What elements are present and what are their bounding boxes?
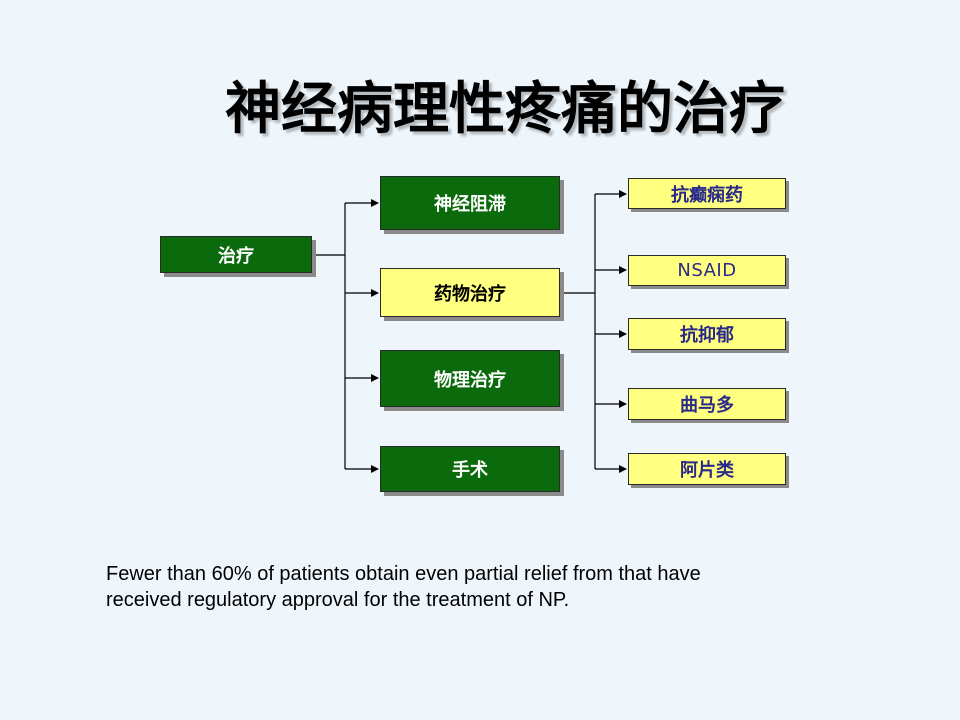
caption-line-2: received regulatory approval for the tre… — [106, 589, 570, 611]
caption-text: Fewer than 60% of patients obtain even p… — [106, 561, 866, 613]
node-nsaid: NSAID — [628, 255, 786, 286]
node-tramadol: 曲马多 — [628, 388, 786, 420]
node-antidepressant: 抗抑郁 — [628, 318, 786, 350]
node-nerve-block: 神经阻滞 — [380, 176, 560, 230]
node-opioids: 阿片类 — [628, 453, 786, 485]
node-physical-therapy: 物理治疗 — [380, 350, 560, 407]
caption-line-1: Fewer than 60% of patients obtain even p… — [106, 563, 701, 585]
node-surgery: 手术 — [380, 446, 560, 492]
node-drug-therapy: 药物治疗 — [380, 268, 560, 317]
node-antiepileptic: 抗癫痫药 — [628, 178, 786, 209]
page-title: 神经病理性疼痛的治疗 — [225, 77, 785, 142]
node-treatment: 治疗 — [160, 236, 312, 273]
